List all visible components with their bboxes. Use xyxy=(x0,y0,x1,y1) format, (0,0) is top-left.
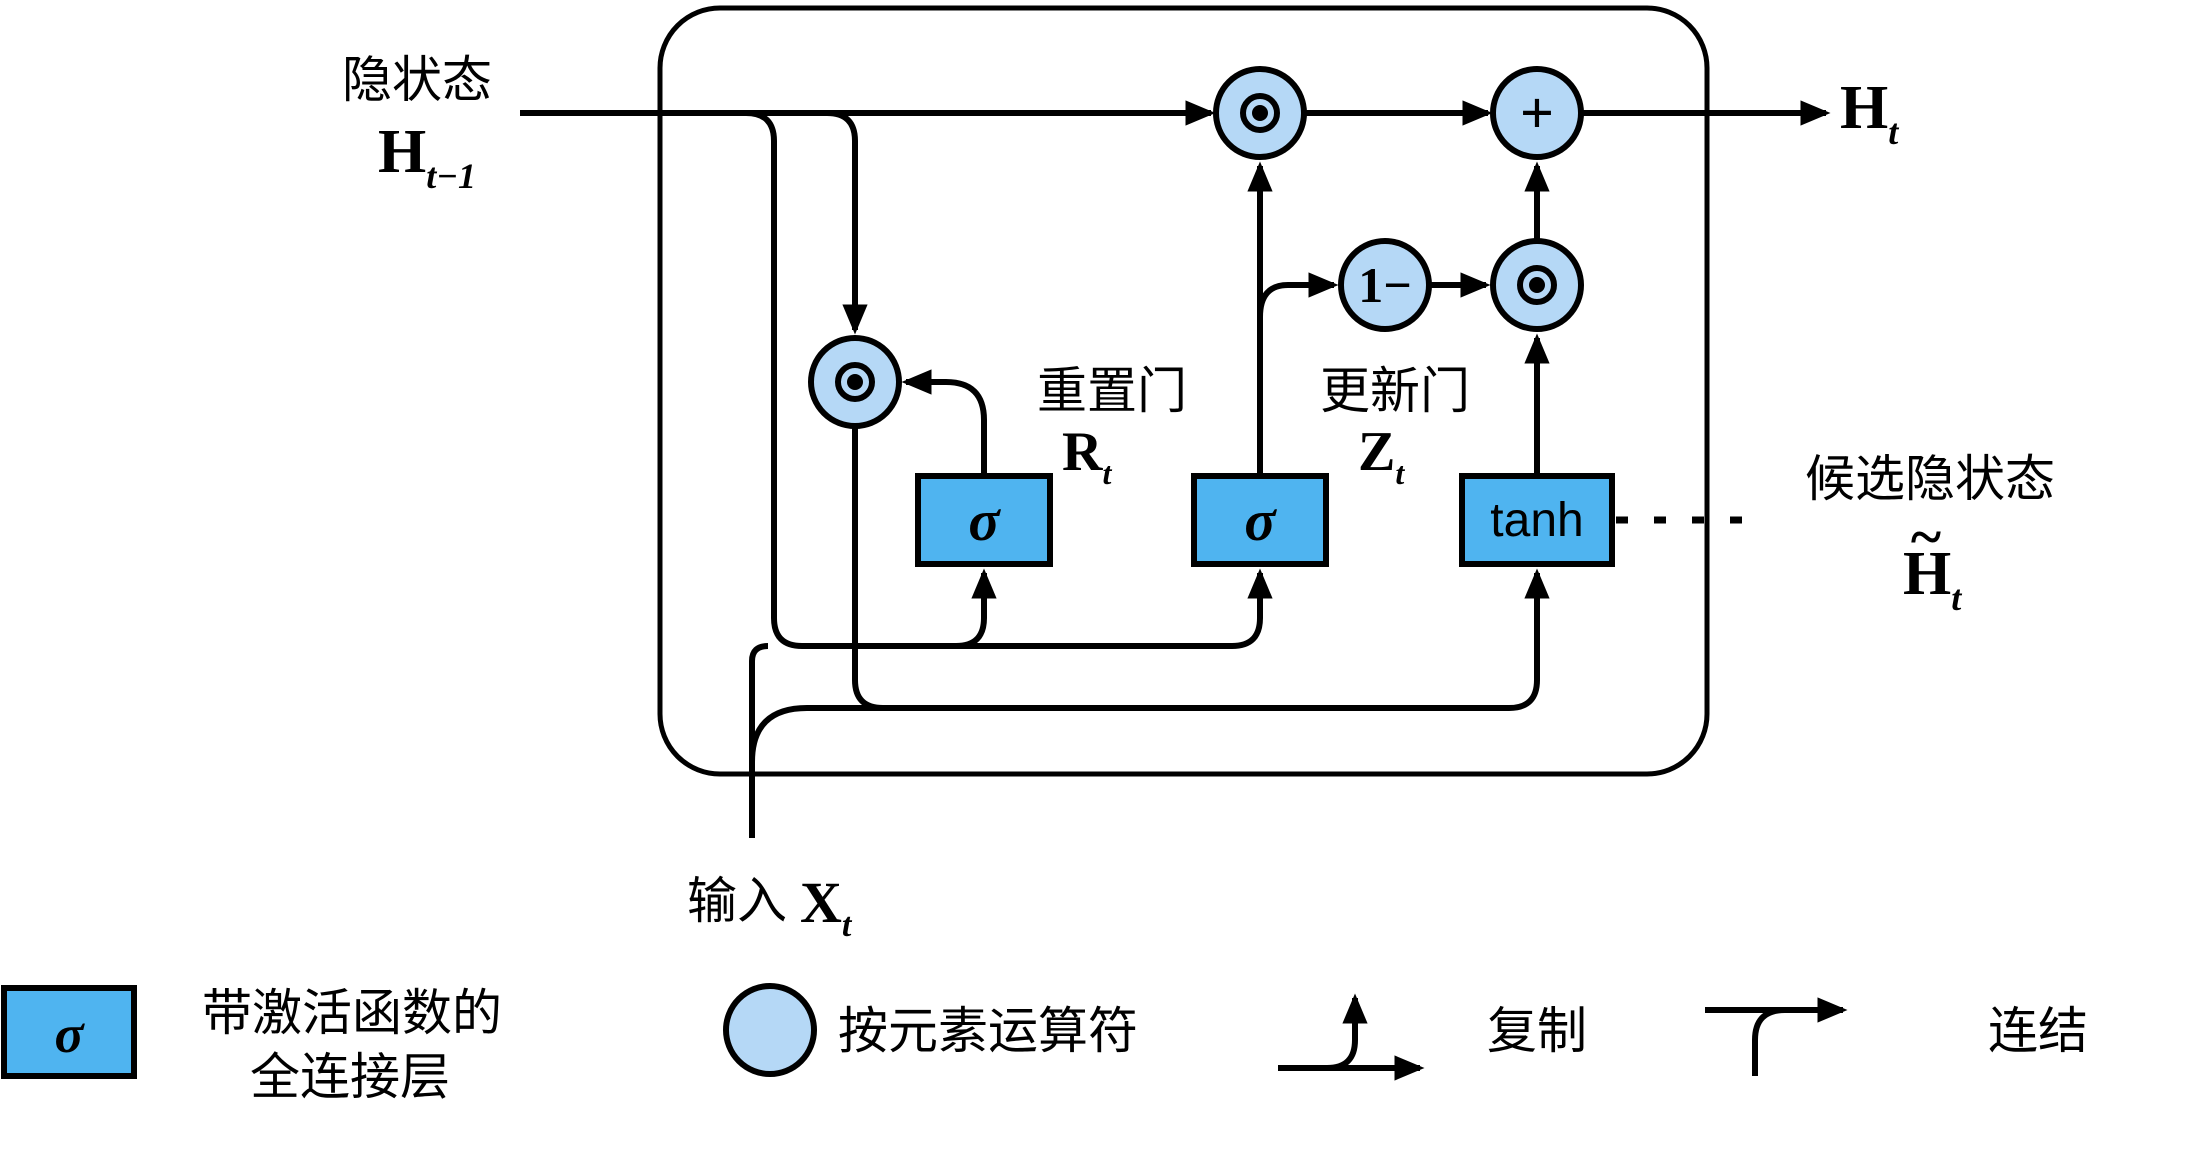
legend-fc-label-line2: 全连接层 xyxy=(250,1049,450,1105)
update-gate-symbol: Zt xyxy=(1358,421,1405,491)
update-gate-title: 更新门 xyxy=(1320,363,1470,419)
legend-concat-label: 连结 xyxy=(1988,1003,2088,1059)
hidden-state-symbol: Ht−1 xyxy=(378,118,476,196)
top-elementwise-mult-node xyxy=(1213,66,1307,160)
candidate-elementwise-mult-node xyxy=(1490,238,1584,332)
bus-to-sigma1-wire xyxy=(955,568,997,649)
gru-cell-outline xyxy=(657,5,1710,777)
legend-fc-label-line1: 带激活函数的 xyxy=(202,985,502,1041)
reset-gate-sigma-box xyxy=(915,473,1053,567)
sigma1-label: σ xyxy=(968,488,1001,553)
sigma2-label: σ xyxy=(1244,488,1277,553)
legend-elementwise-circle xyxy=(723,983,817,1077)
input-symbol: Xt xyxy=(800,870,853,944)
input-wire xyxy=(749,643,769,838)
hidden-to-resetmult-wire xyxy=(826,110,868,335)
reset-gate-symbol: Rt xyxy=(1062,421,1112,491)
one-minus-label: 1− xyxy=(1358,257,1412,313)
hidden-concat-bus-wire xyxy=(745,110,1273,649)
legend-copy-label: 复制 xyxy=(1487,1003,1587,1059)
input-title: 输入 xyxy=(687,873,787,929)
legend: σ 带激活函数的 全连接层 按元素运算符 复制 连结 xyxy=(1,983,2088,1105)
candidate-title: 候选隐状态 xyxy=(1805,451,2055,507)
elementwise-mult-icon xyxy=(835,362,875,402)
elementwise-mult-icon xyxy=(1517,265,1557,305)
legend-elementwise-label: 按元素运算符 xyxy=(838,1003,1138,1059)
input-copy-branch-wire xyxy=(749,705,808,763)
reset-elementwise-mult-node xyxy=(808,335,902,429)
plus-node: + xyxy=(1490,66,1584,160)
elementwise-mult-icon xyxy=(1240,93,1280,133)
concat-icon xyxy=(1705,997,1848,1076)
update-gate-sigma-box xyxy=(1191,473,1329,567)
output-symbol: Ht xyxy=(1840,74,1899,152)
resetmult-out-wire xyxy=(852,426,884,711)
one-minus-node: 1− xyxy=(1338,238,1432,332)
hidden-state-title: 隐状态 xyxy=(342,52,492,108)
candidate-bus-wire xyxy=(807,568,1550,711)
candidate-tilde: ~ xyxy=(1911,504,1941,569)
z-to-oneminus-wire xyxy=(1257,272,1339,318)
candidate-symbol: Ht xyxy=(1903,540,1962,618)
plus-icon: + xyxy=(1520,80,1554,146)
tanh-box xyxy=(1459,473,1615,567)
tanh-label: tanh xyxy=(1490,494,1583,547)
sigma1-to-resetmult-wire xyxy=(901,369,987,476)
copy-icon xyxy=(1278,993,1425,1081)
reset-gate-title: 重置门 xyxy=(1037,363,1187,419)
legend-fc-box xyxy=(1,985,137,1079)
legend-fc-symbol: σ xyxy=(54,1004,85,1064)
